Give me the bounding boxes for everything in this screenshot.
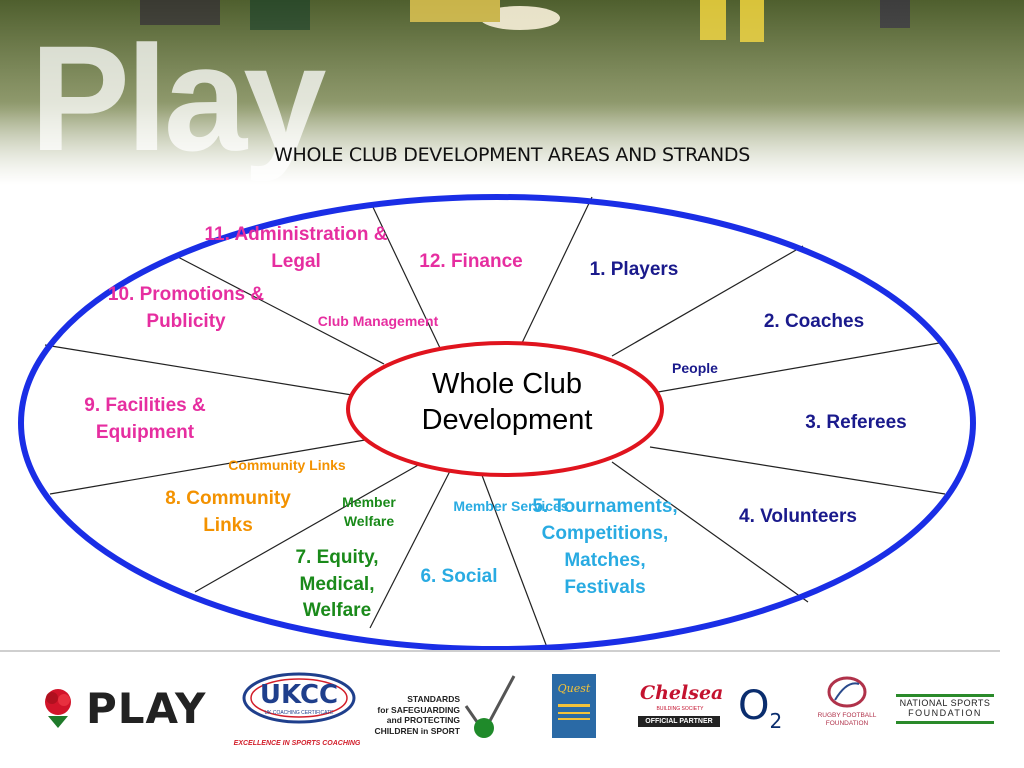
strand-people: People	[672, 360, 718, 376]
standards-line-1: STANDARDS	[407, 694, 460, 704]
spoke	[370, 202, 441, 349]
safeguarding-standards-logo: STANDARDS for SAFEGUARDING and PROTECTIN…	[372, 672, 518, 744]
footer-divider	[0, 650, 1000, 652]
standards-line-4: CHILDREN in SPORT	[374, 725, 460, 736]
ukcc-logo: UKCC UK COACHING CERTIFICATE EXCELLENCE …	[228, 672, 363, 752]
area-community-links: 8. Community Links	[165, 488, 291, 536]
ukcc-tagline: EXCELLENCE IN SPORTS COACHING	[233, 740, 361, 747]
standards-line-2: for SAFEGUARDING	[377, 704, 460, 715]
spoke	[649, 446, 946, 495]
spoke	[175, 255, 385, 365]
hub-ellipse	[346, 341, 664, 477]
area-promotions-publicity: 10. Promotions & Publicity	[107, 284, 265, 332]
spoke	[611, 245, 804, 357]
spoke	[657, 341, 946, 393]
ukcc-text: UKCC	[259, 680, 339, 710]
header-banner: Play	[0, 0, 1024, 185]
standards-line-3: and PROTECTING	[386, 715, 460, 726]
national-sports-foundation-logo: NATIONAL SPORTS FOUNDATION	[896, 694, 994, 724]
strand-member-services: Member Services	[453, 498, 569, 514]
ukcc-subtitle: UK COACHING CERTIFICATE	[264, 710, 334, 716]
chelsea-subtitle: BUILDING SOCIETY	[656, 706, 704, 712]
quest-logo: Quest	[552, 674, 596, 738]
spoke	[521, 196, 593, 344]
spoke	[479, 469, 549, 651]
outer-ellipse	[18, 194, 976, 652]
ukcc-swoosh-icon	[242, 672, 356, 724]
checkmark-icon	[464, 675, 516, 738]
spoke	[611, 461, 809, 603]
hub-label: Whole Club Development	[372, 366, 642, 439]
rff-line-1: RUGBY FOOTBALL	[817, 712, 877, 719]
area-referees: 3. Referees	[805, 412, 907, 433]
chelsea-bs-logo: Chelsea BUILDING SOCIETY OFFICIAL PARTNE…	[636, 676, 724, 730]
rose-icon	[45, 689, 71, 728]
hub-line-2: Development	[421, 404, 593, 437]
area-coaches: 2. Coaches	[763, 311, 865, 332]
area-facilities-equipment: 9. Facilities & Equipment	[84, 395, 206, 443]
spokes	[44, 196, 946, 651]
area-equity-medical-welfare: 7. Equity, Medical, Welfare	[295, 547, 379, 622]
strand-community-links: Community Links	[228, 457, 346, 473]
area-players: 1. Players	[589, 259, 679, 280]
banner-word: Play	[30, 14, 326, 182]
nsf-line-2: FOUNDATION	[908, 708, 982, 718]
area-volunteers: 4. Volunteers	[739, 506, 857, 527]
o2-text: O2	[738, 683, 783, 733]
chelsea-text: Chelsea	[640, 682, 724, 704]
area-tournaments: 5. Tournaments, Competitions, Matches, F…	[532, 496, 678, 598]
nsf-line-1: NATIONAL SPORTS	[899, 698, 991, 708]
rff-line-2: FOUNDATION	[825, 720, 869, 727]
spoke	[49, 439, 366, 495]
page-title: WHOLE CLUB DEVELOPMENT AREAS AND STRANDS	[274, 144, 750, 166]
spoke	[44, 344, 353, 396]
chelsea-partner: OFFICIAL PARTNER	[638, 716, 720, 727]
quest-text: Quest	[557, 682, 591, 695]
o2-logo: O2	[738, 683, 794, 735]
spoke	[194, 463, 421, 593]
spoke	[369, 470, 451, 629]
area-administration-legal: 11. Administration & Legal	[204, 224, 388, 272]
strand-member-welfare: Member Welfare	[342, 494, 396, 529]
rugby-ball-icon	[827, 676, 867, 708]
play-logo-text: PLAY	[86, 684, 207, 733]
rugby-football-foundation-logo: RUGBY FOOTBALL FOUNDATION	[810, 674, 884, 736]
hub-line-1: Whole Club	[432, 368, 582, 400]
area-finance: 12. Finance	[419, 251, 523, 272]
area-social: 6. Social	[420, 566, 498, 587]
play-logo: PLAY	[36, 682, 222, 734]
strand-club-management: Club Management	[317, 313, 439, 329]
